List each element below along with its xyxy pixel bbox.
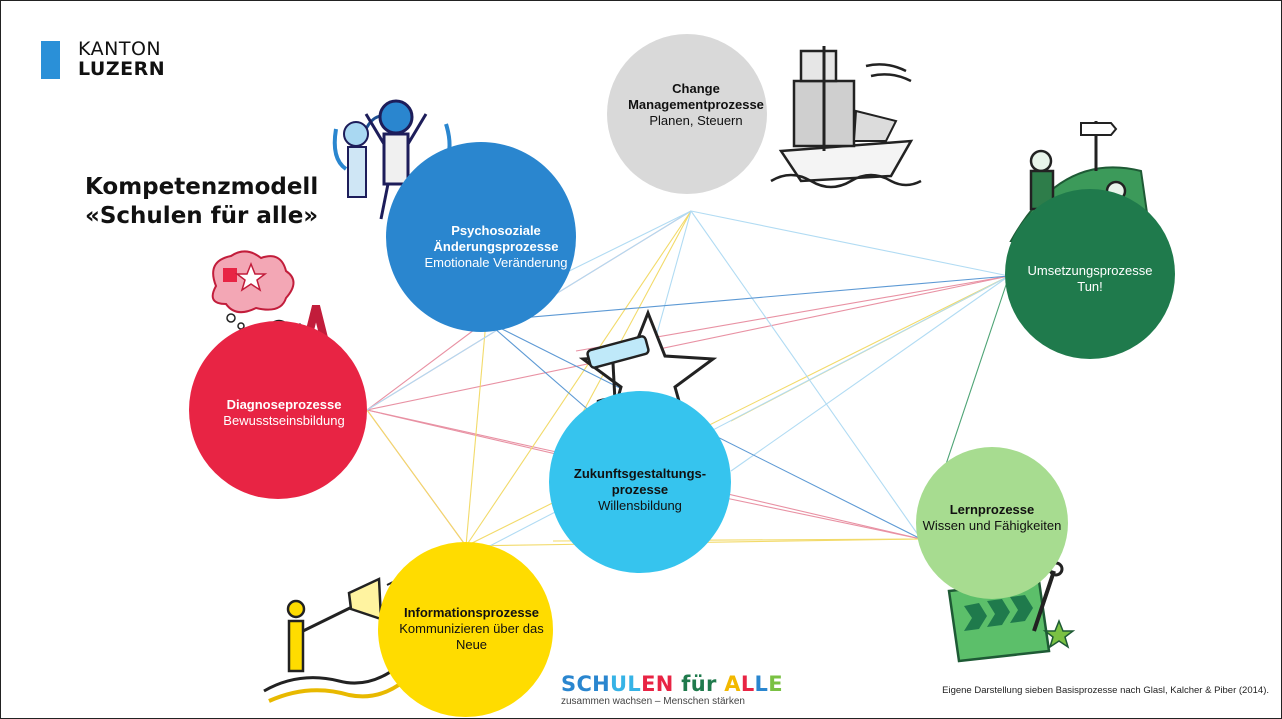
pirate-ship-icon: [770, 46, 922, 189]
wordmark-letter: U: [610, 672, 628, 696]
kanton-luzern-logo: KANTON LUZERN: [41, 38, 241, 85]
info-desc: Kommunizieren über das Neue: [399, 620, 544, 652]
wordmark-letter: r: [705, 672, 717, 696]
info-name: Informationsprozesse: [403, 604, 540, 620]
umsetzung-desc: Tun!: [1077, 279, 1103, 294]
wordmark-letter: S: [561, 672, 577, 696]
schulen-fuer-alle-logo: SCHULEN für ALLE zusammen wachsen – Mens…: [561, 672, 783, 707]
wordmark-letter: L: [627, 672, 642, 696]
psycho-name-line2: Änderungsprozesse: [433, 239, 559, 254]
wordmark-letter: L: [754, 672, 769, 696]
learning-circle: Lernprozesse Wissen und Fähigkeiten: [916, 447, 1068, 599]
lern-name: Lernprozesse: [949, 502, 1035, 517]
change-desc: Planen, Steuern: [649, 113, 743, 128]
logo-bar: [41, 41, 60, 79]
schulen-fuer-alle-wordmark: SCHULEN für ALLE: [561, 672, 783, 696]
wordmark-letter: ü: [690, 672, 706, 696]
emotional-person-icon: [332, 99, 452, 220]
diagnosis-circle: Diagnoseprozesse Bewusstseinsbildung: [189, 321, 367, 499]
umsetzung-name: Umsetzungsprozesse: [1027, 263, 1153, 278]
logo-line1: KANTON: [78, 38, 162, 60]
zukunft-name-line1: Zukunftsgestaltungs-: [573, 466, 707, 481]
wordmark-letter: E: [768, 672, 783, 696]
source-note: Eigene Darstellung sieben Basisprozesse …: [942, 685, 1269, 696]
psychosocial-circle: Psychosoziale Änderungsprozesse Emotiona…: [386, 142, 576, 332]
change-name-line2: Managementprozesse: [628, 97, 764, 112]
logo-line2: LUZERN: [78, 58, 166, 80]
future-design-circle: Zukunftsgestaltungs- prozesse Willensbil…: [549, 391, 731, 573]
wordmark-letter: L: [740, 672, 755, 696]
logo-tagline: zusammen wachsen – Menschen stärken: [561, 696, 745, 707]
diagnose-name: Diagnoseprozesse: [226, 397, 342, 412]
change-name-line1: Change: [672, 81, 720, 96]
title-line2: «Schulen für alle»: [85, 203, 319, 229]
zukunft-desc: Willensbildung: [598, 498, 682, 513]
psycho-desc: Emotionale Veränderung: [424, 255, 568, 270]
wordmark-letter: C: [576, 672, 593, 696]
implementation-circle: Umsetzungsprozesse Tun!: [1005, 189, 1175, 359]
title-line1: Kompetenzmodell: [85, 174, 319, 200]
wordmark-letter: f: [681, 672, 691, 696]
wordmark-letter: N: [655, 672, 674, 696]
lern-desc: Wissen und Fähigkeiten: [922, 518, 1062, 533]
wordmark-letter: E: [641, 672, 656, 696]
wordmark-letter: A: [724, 672, 741, 696]
zukunft-name-line2: prozesse: [611, 482, 669, 497]
page-title: Kompetenzmodell «Schulen für alle»: [85, 173, 385, 231]
change-management-circle: Change Managementprozesse Planen, Steuer…: [607, 34, 767, 194]
psycho-name-line1: Psychosoziale: [451, 223, 541, 238]
information-circle: Informationsprozesse Kommunizieren über …: [378, 542, 553, 717]
diagnose-desc: Bewusstseinsbildung: [223, 413, 345, 428]
wordmark-letter: H: [592, 672, 611, 696]
